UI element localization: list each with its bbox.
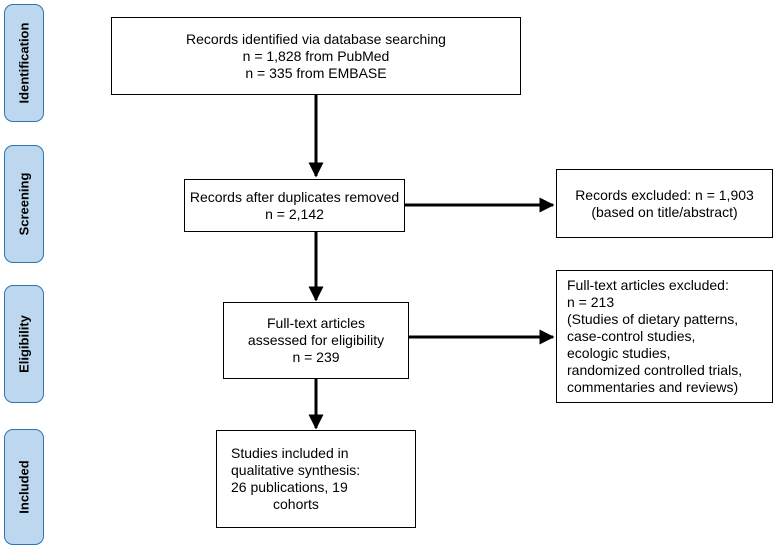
excluded-fulltext-line-6: randomized controlled trials,: [567, 362, 743, 378]
included-line-2: qualitative synthesis:: [231, 462, 361, 478]
excluded-fulltext-line-1: Full-text articles excluded:: [567, 277, 729, 293]
phase-identification: Identification: [4, 4, 44, 122]
fulltext-line-3: n = 239: [292, 349, 340, 365]
excluded-fulltext-line-4: case-control studies,: [567, 328, 696, 344]
duplicates-line-2: n = 2,142: [265, 205, 324, 222]
box-studies-included: Studies included in qualitative synthesi…: [216, 430, 416, 528]
box-records-after-duplicates: Records after duplicates removed n = 2,1…: [184, 179, 405, 232]
identified-line-2: n = 1,828 from PubMed: [242, 47, 390, 64]
phase-included: Included: [4, 429, 44, 545]
duplicates-line-1: Records after duplicates removed: [189, 188, 400, 205]
box-fulltext-excluded: Full-text articles excluded: n = 213 (St…: [556, 270, 773, 403]
included-line-3: 26 publications, 19: [231, 479, 348, 495]
phase-screening: Screening: [4, 145, 44, 263]
box-records-identified: Records identified via database searchin…: [111, 17, 521, 95]
excluded-fulltext-line-5: ecologic studies,: [567, 345, 671, 361]
excluded-fulltext-line-2: n = 213: [567, 294, 615, 310]
identified-line-3: n = 335 from EMBASE: [245, 64, 387, 81]
fulltext-line-1: Full-text articles: [266, 315, 366, 331]
phase-eligibility: Eligibility: [4, 285, 44, 403]
excluded-fulltext-line-7: commentaries and reviews): [567, 379, 739, 395]
box-fulltext-assessed: Full-text articles assessed for eligibil…: [223, 302, 409, 379]
identified-line-1: Records identified via database searchin…: [186, 30, 446, 47]
included-line-4: cohorts: [273, 496, 319, 512]
included-line-1: Studies included in: [231, 445, 349, 461]
fulltext-line-2: assessed for eligibility: [247, 332, 385, 348]
excluded-title-line-1: Records excluded: n = 1,903: [575, 186, 754, 203]
excluded-title-line-2: (based on title/abstract): [591, 203, 738, 220]
excluded-fulltext-line-3: (Studies of dietary patterns,: [567, 311, 739, 327]
box-records-excluded: Records excluded: n = 1,903 (based on ti…: [556, 169, 773, 238]
